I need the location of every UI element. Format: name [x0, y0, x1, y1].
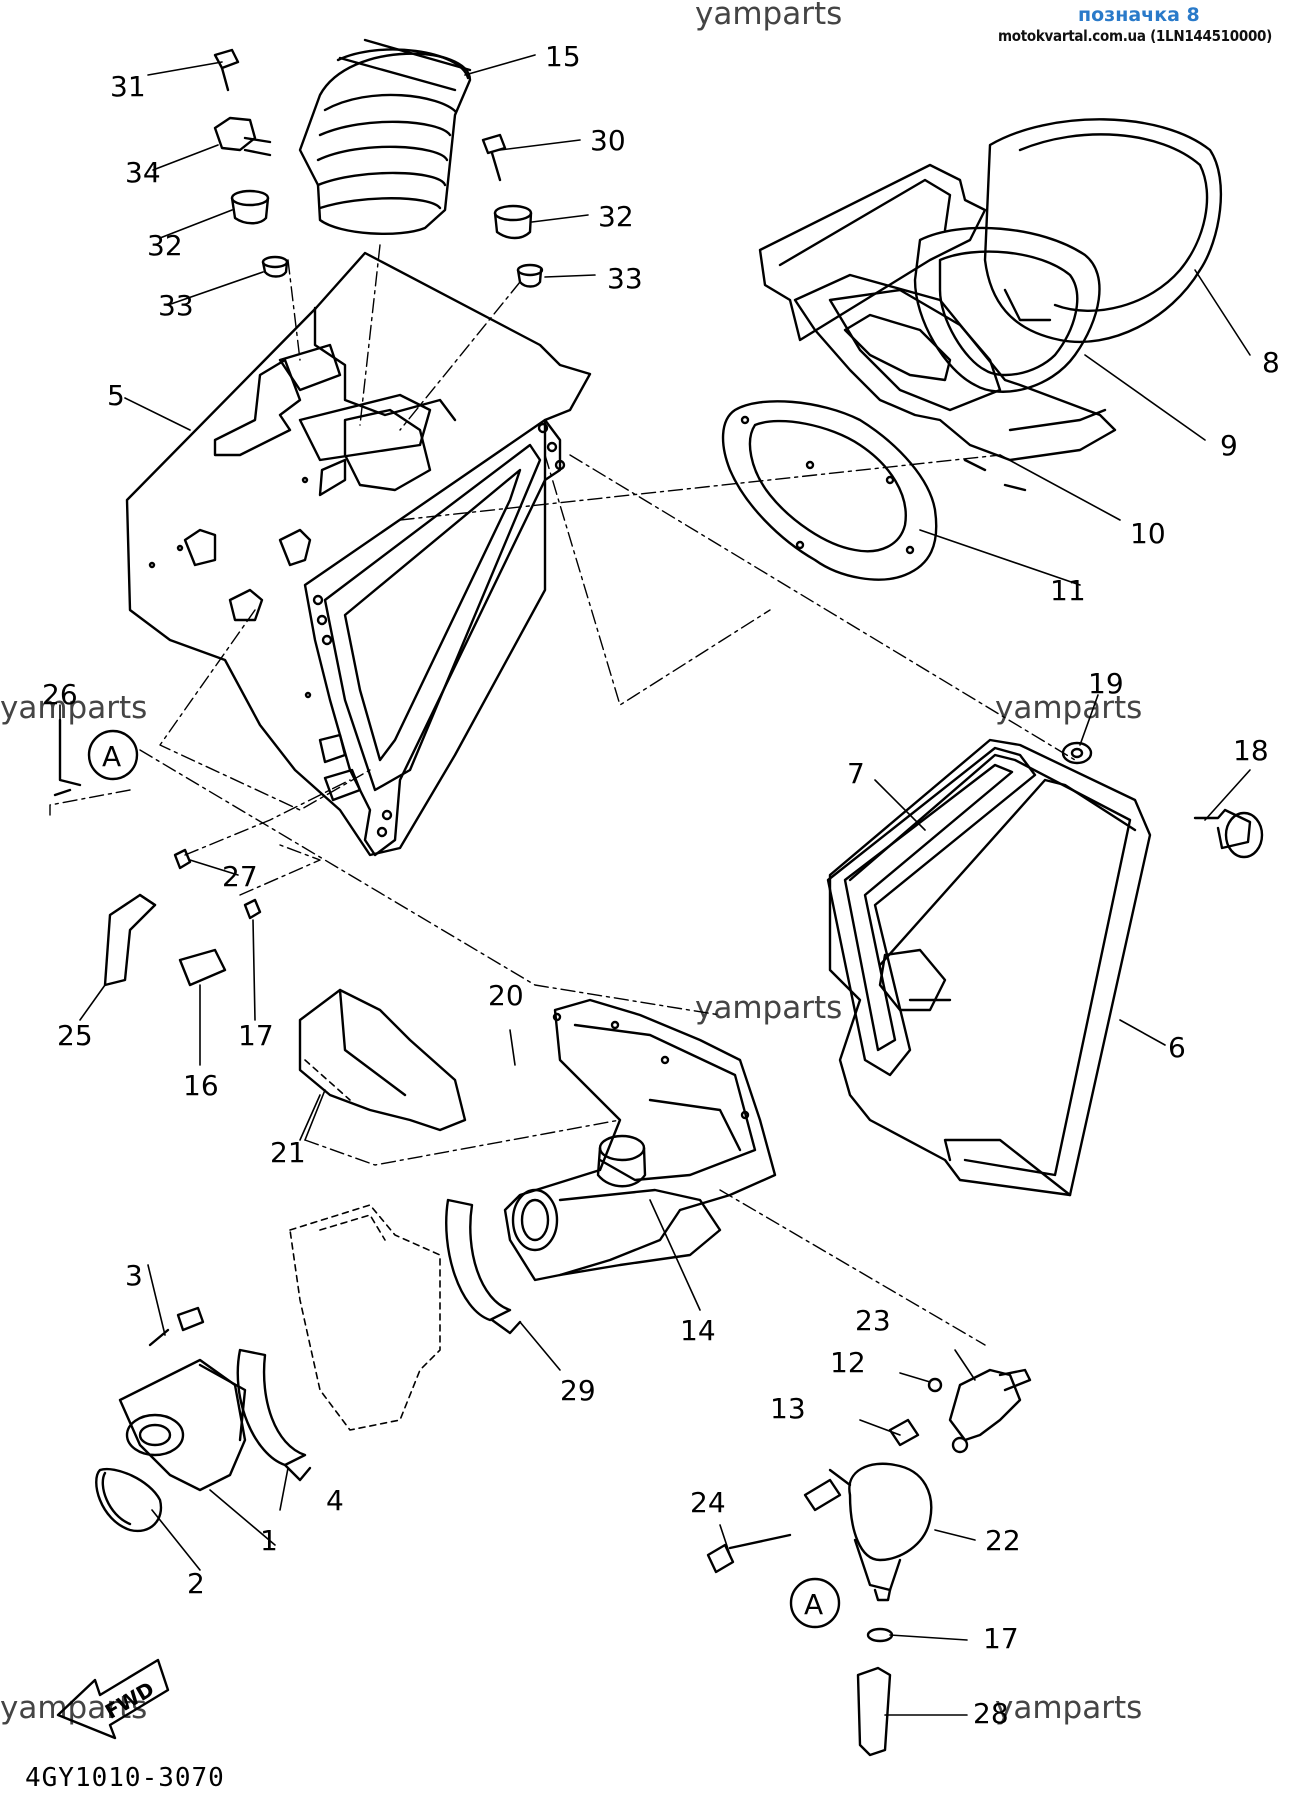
hose-clamps [236, 1198, 522, 1482]
part-label: 8 [1262, 346, 1280, 379]
part-label: 32 [147, 229, 183, 262]
part-labels: 31 34 32 33 5 15 30 32 33 8 9 10 11 19 1… [42, 40, 1280, 1730]
part-label: 33 [158, 289, 194, 322]
part-label: 31 [110, 70, 146, 103]
check-valve-assy [706, 1368, 1032, 1757]
watermark: yamparts [695, 0, 843, 32]
air-box-cover [828, 738, 1152, 1197]
watermark: yamparts [995, 1690, 1143, 1726]
part-label: 17 [983, 1622, 1019, 1655]
part-label: 21 [270, 1136, 306, 1169]
part-label: 19 [1088, 667, 1124, 700]
part-label: 16 [183, 1069, 219, 1102]
part-label: 9 [1220, 429, 1238, 462]
carb-joint [95, 1306, 247, 1533]
filter-guide-frame [758, 163, 1117, 492]
part-label: 2 [187, 1567, 205, 1600]
bolts-and-grommets [213, 48, 544, 288]
diagram-subtitle: motokvartal.com.ua (1LN144510000) [998, 27, 1272, 45]
cover-gasket [826, 746, 1037, 1077]
watermark: yamparts [695, 990, 843, 1026]
cover-plate [298, 988, 467, 1132]
callout-a-label: A [102, 740, 121, 773]
part-label: 4 [326, 1484, 344, 1517]
callout-a: A A [87, 729, 841, 1629]
part-label: 20 [488, 979, 524, 1012]
part-label: 3 [125, 1259, 143, 1292]
air-box-joint [503, 998, 777, 1282]
part-label: 12 [830, 1346, 866, 1379]
part-label: 10 [1130, 517, 1166, 550]
part-label: 23 [855, 1304, 891, 1337]
part-label: 14 [680, 1314, 716, 1347]
fwd-arrow-icon: FWD [56, 1658, 170, 1740]
part-label: 5 [107, 379, 125, 412]
part-label: 32 [598, 200, 634, 233]
gasket-11 [721, 400, 938, 581]
part-label: 7 [847, 757, 865, 790]
air-filter-element [913, 118, 1223, 393]
part-label: 33 [607, 262, 643, 295]
fwd-label: FWD [101, 1677, 158, 1724]
watermark: yamparts [995, 690, 1143, 726]
part-label: 11 [1050, 574, 1086, 607]
callout-a-label: A [804, 1588, 823, 1621]
part-label: 25 [57, 1019, 93, 1052]
diagram-title: позначка 8 [1078, 4, 1200, 26]
watermark: yamparts [0, 690, 148, 726]
part-label: 18 [1233, 734, 1269, 767]
leader-lines [59, 54, 1251, 1716]
part-label: 30 [590, 124, 626, 157]
part-label: 17 [238, 1019, 274, 1052]
part-label: 28 [973, 1697, 1009, 1730]
part-label: 22 [985, 1524, 1021, 1557]
part-label: 26 [42, 678, 78, 711]
part-label: 15 [545, 40, 581, 73]
reference-lines-b [399, 454, 1001, 521]
document-number: 4GY1010-3070 [25, 1763, 225, 1793]
part-label: 34 [125, 156, 161, 189]
part-label: 6 [1168, 1031, 1186, 1064]
carburetor-outline [289, 1204, 441, 1431]
part-label: 13 [770, 1392, 806, 1425]
part-label: 29 [560, 1374, 596, 1407]
reference-lines [49, 244, 1076, 1346]
air-box-case [125, 251, 592, 857]
part-label: 24 [690, 1486, 726, 1519]
part-label: 27 [222, 860, 258, 893]
part-label: 1 [260, 1524, 278, 1557]
watermark: yamparts [0, 1690, 148, 1726]
intake-duct [298, 38, 472, 236]
